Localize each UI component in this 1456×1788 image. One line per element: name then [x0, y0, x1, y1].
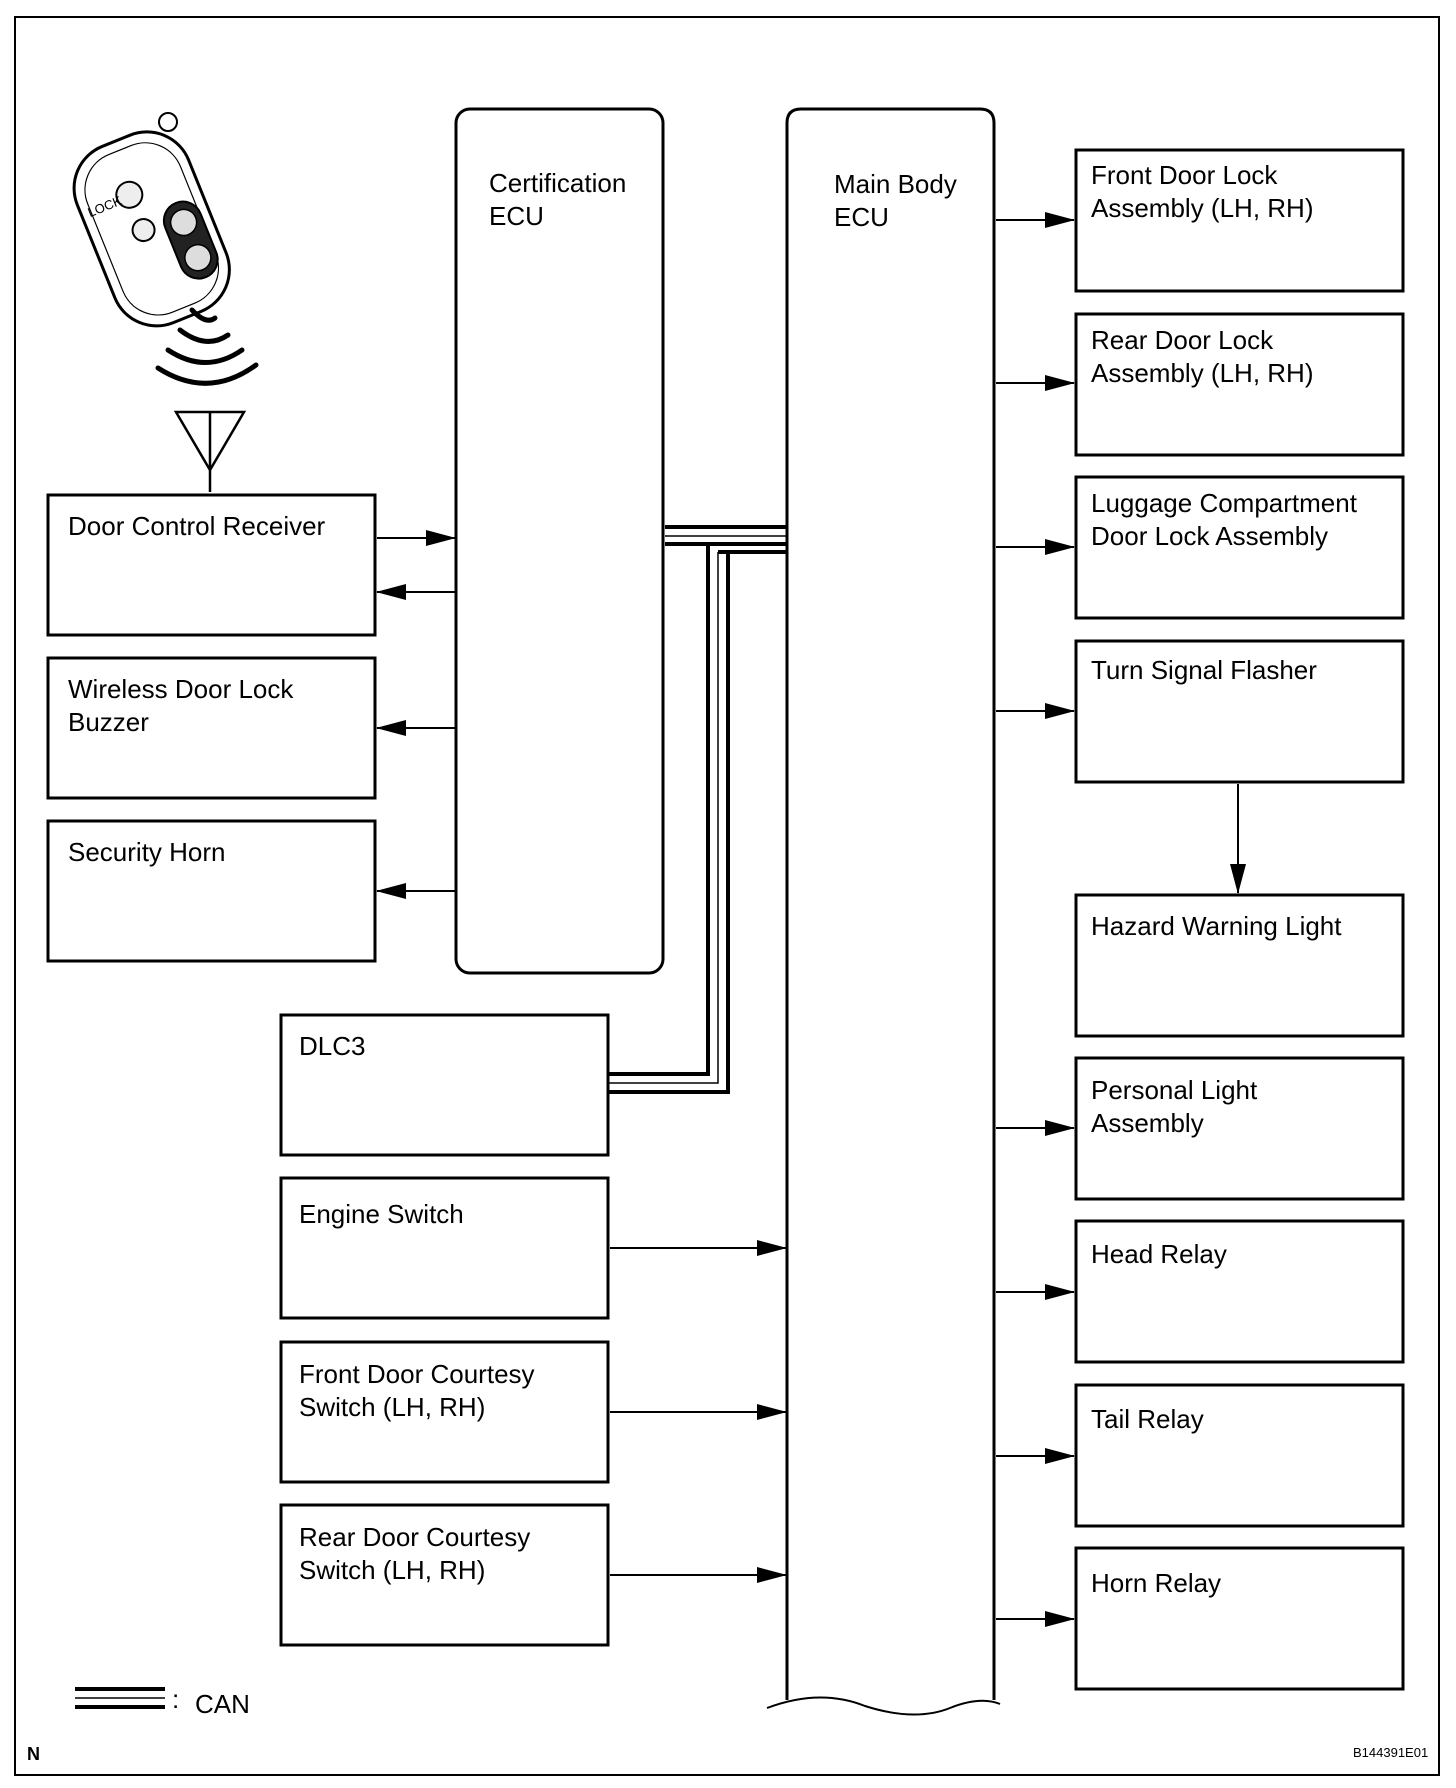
main-body-ecu-arrows	[996, 212, 1075, 1627]
main-body-ecu: Main Body ECU	[766, 107, 1001, 1716]
diagram-frame	[14, 16, 1440, 1776]
main-body-ecu-label: Main Body ECU	[834, 169, 964, 232]
certification-ecu: Certification ECU	[454, 107, 665, 975]
turn-signal-flasher-box: Turn Signal Flasher	[1074, 639, 1405, 784]
legend-can-label: CAN	[195, 1689, 250, 1719]
svg-text:Horn Relay: Horn Relay	[1091, 1568, 1221, 1598]
rear-door-lock-assembly-box: Rear Door Lock Assembly (LH, RH)	[1074, 312, 1405, 457]
wireless-door-lock-buzzer-box: Wireless Door Lock Buzzer	[46, 656, 377, 800]
antenna-icon	[173, 410, 247, 492]
input-switch-arrows	[610, 1240, 787, 1583]
svg-text:Luggage Compartment Door: Luggage Compartment Door Lock Assembly	[1091, 488, 1364, 551]
svg-text:Personal Light Assembly: Personal Light Assembly	[1091, 1075, 1264, 1138]
head-relay-box: Head Relay	[1074, 1219, 1405, 1364]
front-door-lock-assembly-box: Front Door Lock Assembly (LH, RH)	[1074, 148, 1405, 293]
svg-text:Wireless Door Lock Buzze: Wireless Door Lock Buzzer	[68, 674, 301, 737]
certification-ecu-arrows	[376, 530, 456, 899]
svg-text:Head Relay: Head Relay	[1091, 1239, 1227, 1269]
horn-relay-box: Horn Relay	[1074, 1546, 1405, 1691]
svg-text:Turn Signal Flasher: Turn Signal Flasher	[1091, 655, 1317, 685]
personal-light-assembly-box: Personal Light Assembly	[1074, 1056, 1405, 1201]
can-legend: : CAN	[75, 1684, 250, 1719]
svg-text:Security Horn: Security Horn	[68, 837, 226, 867]
engine-switch-box: Engine Switch	[279, 1176, 610, 1320]
svg-text:Tail Relay: Tail Relay	[1091, 1404, 1204, 1434]
key-fob-icon: LOCK	[72, 112, 231, 328]
legend-colon: :	[172, 1684, 179, 1714]
svg-text:Engine Switch: Engine Switch	[299, 1199, 464, 1229]
rear-door-courtesy-switch-box: Rear Door Courtesy Switch (LH, RH)	[279, 1503, 610, 1647]
luggage-compartment-door-lock-assembly-box: Luggage Compartment Door Lock Assembly	[1074, 475, 1405, 620]
svg-text:Front Door Lock Assembly: Front Door Lock Assembly (LH, RH)	[1091, 160, 1313, 223]
dlc3-box: DLC3	[279, 1013, 610, 1157]
can-bus	[608, 525, 787, 1094]
certification-ecu-label: Certification ECU	[489, 168, 634, 231]
hazard-warning-light-box: Hazard Warning Light	[1074, 893, 1405, 1038]
svg-text:Door Control Receiver: Door Control Receiver	[68, 511, 326, 541]
signal-waves-icon	[155, 307, 259, 386]
svg-text:Rear Door Lock Assembly: Rear Door Lock Assembly (LH, RH)	[1091, 325, 1313, 388]
tail-relay-box: Tail Relay	[1074, 1383, 1405, 1528]
svg-text:DLC3: DLC3	[299, 1031, 365, 1061]
north-marker: N	[27, 1744, 40, 1764]
svg-text:Hazard Warning Light: Hazard Warning Light	[1091, 911, 1342, 941]
security-horn-box: Security Horn	[46, 819, 377, 963]
front-door-courtesy-switch-box: Front Door Courtesy Switch (LH, RH)	[279, 1340, 610, 1484]
figure-code: B144391E01	[1353, 1745, 1428, 1760]
svg-text:Rear Door Courtesy Switc: Rear Door Courtesy Switch (LH, RH)	[299, 1522, 537, 1585]
door-control-receiver-box: Door Control Receiver	[46, 493, 377, 637]
svg-text:Front Door Courtesy Swit: Front Door Courtesy Switch (LH, RH)	[299, 1359, 542, 1422]
